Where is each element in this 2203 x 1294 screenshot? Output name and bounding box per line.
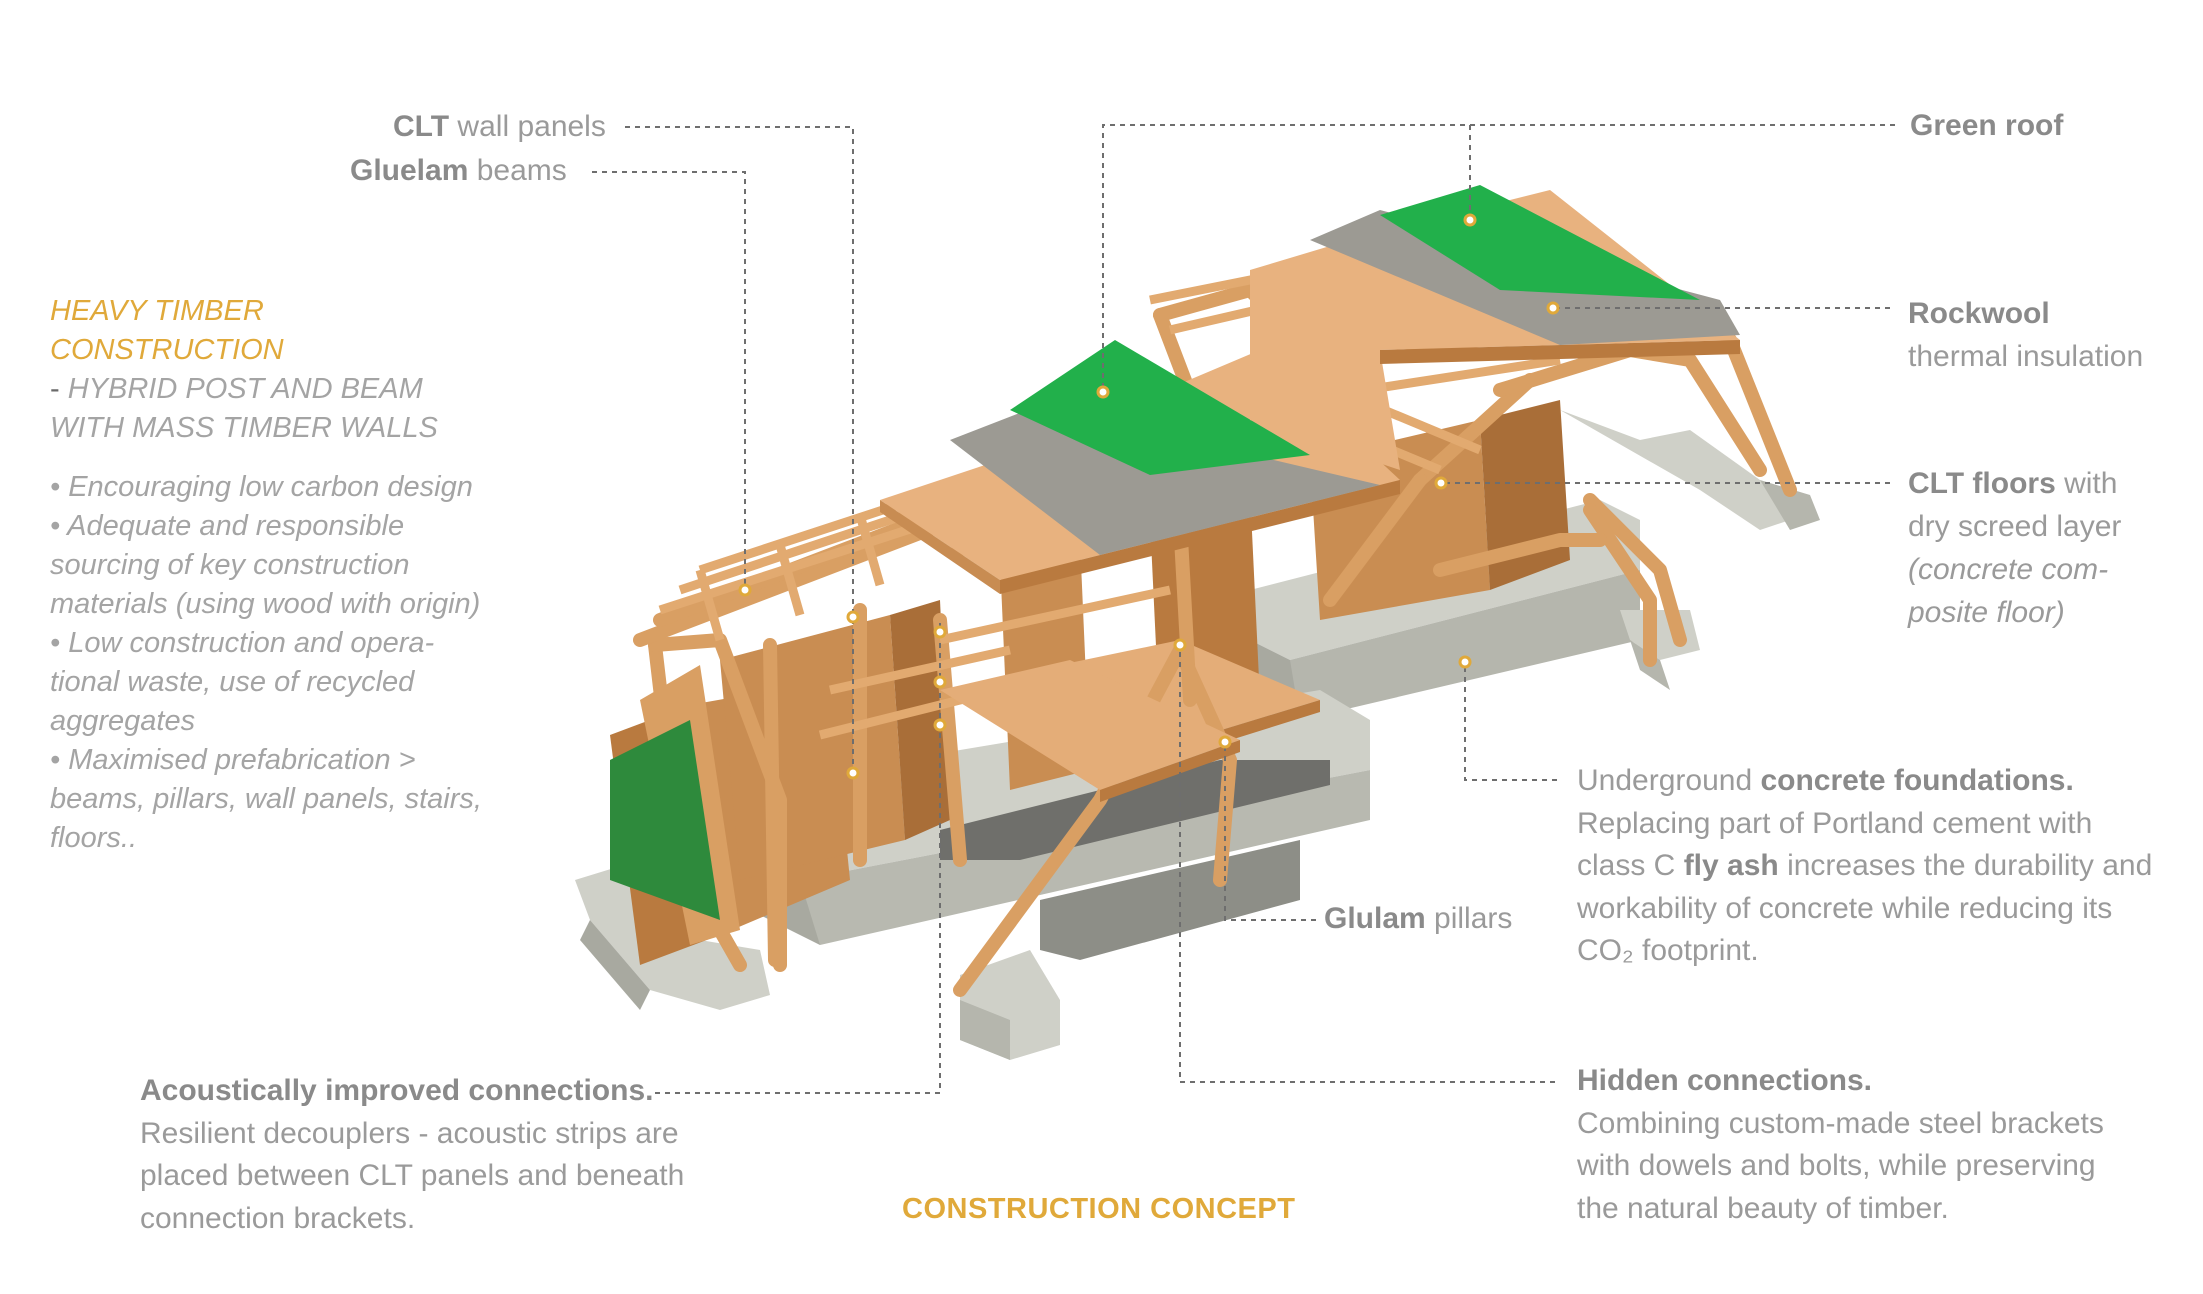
foundations-line1-pre: Underground <box>1577 764 1761 797</box>
foundations-line4: workability of concrete while reducing i… <box>1577 891 2113 925</box>
label-glulam-pillars: Glulam pillars <box>1324 898 1512 940</box>
label-clt-floors: CLT floors with dry screed layer (concre… <box>1908 462 2121 634</box>
label-rockwool-bold: Rockwool <box>1908 297 2050 330</box>
clt-lower-floor <box>940 660 1240 802</box>
heavy-timber-block: HEAVY TIMBER CONSTRUCTION - HYBRID POST … <box>50 292 490 858</box>
acoustic-line3: placed between CLT panels and beneath <box>140 1159 685 1192</box>
hidden-line4: the natural beauty of timber. <box>1577 1191 1949 1225</box>
label-clt-floors-line4: posite floor) <box>1908 596 2065 629</box>
hidden-line2: Combining custom-made steel brackets <box>1577 1106 2104 1140</box>
label-gluelam-text: beams <box>468 154 567 187</box>
label-acoustic-connections: Acoustically improved connections. Resil… <box>140 1070 684 1240</box>
construction-concept-caption: CONSTRUCTION CONCEPT <box>902 1193 1296 1225</box>
foundations-line2: Replacing part of Portland cement with <box>1577 806 2093 840</box>
acoustic-title: Acoustically improved connections. <box>140 1074 654 1107</box>
heavy-timber-title: HEAVY TIMBER CONSTRUCTION <box>50 295 284 366</box>
label-green-roof: Green roof <box>1910 105 2063 147</box>
label-glulam-pillars-text: pillars <box>1425 902 1513 935</box>
label-gluelam-bold: Gluelam <box>350 154 469 187</box>
foundations-line3-post: increases the durability and <box>1778 849 2153 882</box>
bullet-item: • Adequate and responsible sourcing of k… <box>50 510 481 620</box>
bullet-item: • Encouraging low carbon design <box>50 471 473 503</box>
label-rockwool-line2: thermal insulation <box>1908 340 2144 373</box>
label-clt-floors-rest: with <box>2055 467 2118 500</box>
label-clt-floors-line3: (concrete com- <box>1908 553 2109 586</box>
label-glulam-pillars-bold: Glulam <box>1324 902 1426 935</box>
heavy-timber-dash: - <box>50 373 60 405</box>
label-concrete-foundations: Underground concrete foundations. Replac… <box>1577 760 2152 973</box>
label-gluelam-beams: Gluelam beams <box>350 150 567 192</box>
green-wall-panel <box>610 665 740 945</box>
foundations-line5: CO₂ footprint. <box>1577 934 1759 967</box>
bullet-item: • Low construction and opera-tional wast… <box>50 627 435 737</box>
label-clt-wall-text: wall panels <box>449 110 606 143</box>
hidden-line3: with dowels and bolts, while preserving <box>1577 1149 2096 1182</box>
acoustic-line4: connection brackets. <box>140 1201 416 1235</box>
label-green-roof-bold: Green roof <box>1910 109 2064 142</box>
foundations-line1-bold: concrete foundations. <box>1760 764 2074 797</box>
heavy-timber-subtitle-1: HYBRID POST AND BEAM <box>59 373 423 405</box>
heavy-timber-subtitle: - HYBRID POST AND BEAM <box>50 370 490 409</box>
label-rockwool: Rockwool thermal insulation <box>1908 292 2143 378</box>
heavy-timber-bullets: • Encouraging low carbon design • Adequa… <box>50 468 490 858</box>
label-clt-floors-line2: dry screed layer <box>1908 510 2122 543</box>
green-roof-right <box>1380 185 1700 300</box>
foundations-line3-pre: class C <box>1577 849 1684 882</box>
heavy-timber-subtitle-2: WITH MASS TIMBER WALLS <box>50 412 438 444</box>
label-clt-wall-bold: CLT <box>393 110 450 143</box>
bullet-item: • Maximised prefabrication > beams, pill… <box>50 744 482 854</box>
label-clt-floors-bold: CLT floors <box>1908 467 2056 500</box>
anchor-dots <box>738 213 1560 780</box>
insulation-left <box>950 405 1380 555</box>
hidden-title: Hidden connections. <box>1577 1064 1873 1097</box>
acoustic-line2: Resilient decouplers - acoustic strips a… <box>140 1116 679 1150</box>
foundations-line3-bold: fly ash <box>1683 849 1779 882</box>
green-roof-left <box>1010 340 1310 475</box>
leader-lines <box>592 124 1895 1094</box>
label-clt-wall-panels: CLT wall panels <box>393 106 606 148</box>
label-hidden-connections: Hidden connections. Combining custom-mad… <box>1577 1060 2104 1230</box>
